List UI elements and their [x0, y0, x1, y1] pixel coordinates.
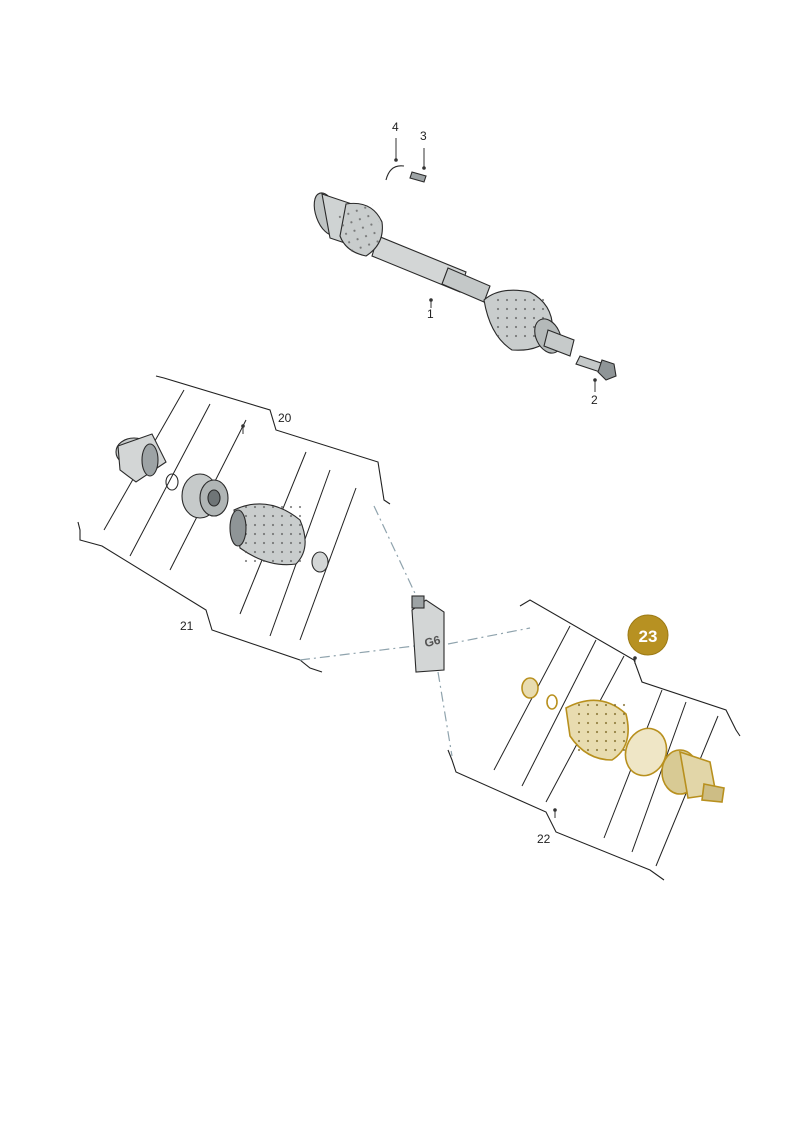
- badge-label: 23: [639, 627, 658, 646]
- highlighted-outer-joint[interactable]: [661, 749, 725, 803]
- highlight-badge-23[interactable]: 23: [627, 614, 669, 664]
- highlighted-circlip[interactable]: [546, 694, 558, 710]
- callout-1: 1: [427, 307, 434, 321]
- bearing-hub[interactable]: [181, 473, 229, 519]
- callout-4: 4: [392, 120, 399, 134]
- highlighted-outer-boot[interactable]: [565, 699, 630, 761]
- grease-label: G6: [423, 633, 442, 651]
- grease-tube[interactable]: G6: [411, 595, 445, 673]
- callout-20: 20: [278, 411, 292, 425]
- callout-3: 3: [420, 129, 427, 143]
- highlighted-clamp[interactable]: [521, 677, 539, 699]
- circlip[interactable]: [165, 473, 179, 491]
- boot-clamp[interactable]: [311, 551, 329, 573]
- cv-joint-housing[interactable]: [115, 433, 167, 483]
- callout-2: 2: [591, 393, 598, 407]
- callout-22: 22: [537, 832, 551, 846]
- drive-shaft-assembly[interactable]: [309, 165, 617, 381]
- inner-boot[interactable]: [229, 503, 306, 566]
- callout-21: 21: [180, 619, 194, 633]
